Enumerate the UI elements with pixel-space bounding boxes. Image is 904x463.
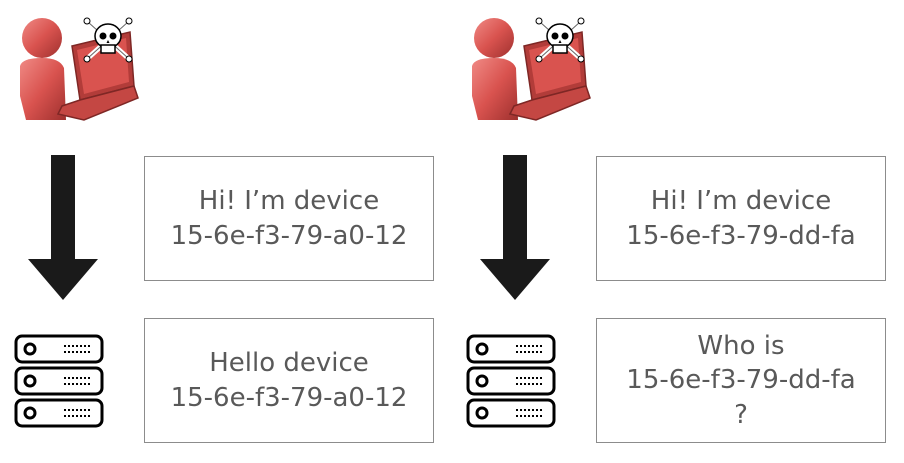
server-response-box: Hello device 15-6e-f3-79-a0-12	[144, 318, 434, 443]
server-rack-icon	[466, 334, 556, 428]
message-line: Hello device	[209, 347, 369, 378]
device-id: 15-6e-f3-79-a0-12	[170, 220, 408, 251]
question-mark: ?	[734, 399, 748, 430]
scenario-panel-known-device: Hi! I’m device 15-6e-f3-79-a0-12 Hello d…	[14, 17, 434, 443]
server-response-box: Who is 15-6e-f3-79-dd-fa ?	[596, 318, 886, 443]
server-rack-icon	[14, 334, 104, 428]
device-id: 15-6e-f3-79-a0-12	[170, 382, 408, 413]
device-id: 15-6e-f3-79-dd-fa	[626, 365, 856, 396]
message-line: Hi! I’m device	[198, 185, 380, 216]
message-line: Who is	[697, 330, 785, 361]
message-line: Hi! I’m device	[650, 185, 832, 216]
down-arrow-icon	[480, 155, 550, 300]
scenario-panel-unknown-device: Hi! I’m device 15-6e-f3-79-dd-fa Who is …	[452, 0, 904, 463]
down-arrow-icon	[28, 155, 98, 300]
hacker-with-laptop-skull-icon	[20, 17, 139, 121]
device-id: 15-6e-f3-79-dd-fa	[626, 220, 856, 251]
device-hello-message-box: Hi! I’m device 15-6e-f3-79-a0-12	[144, 156, 434, 281]
hacker-with-laptop-skull-icon	[472, 17, 591, 121]
device-hello-message-box: Hi! I’m device 15-6e-f3-79-dd-fa	[596, 156, 886, 281]
